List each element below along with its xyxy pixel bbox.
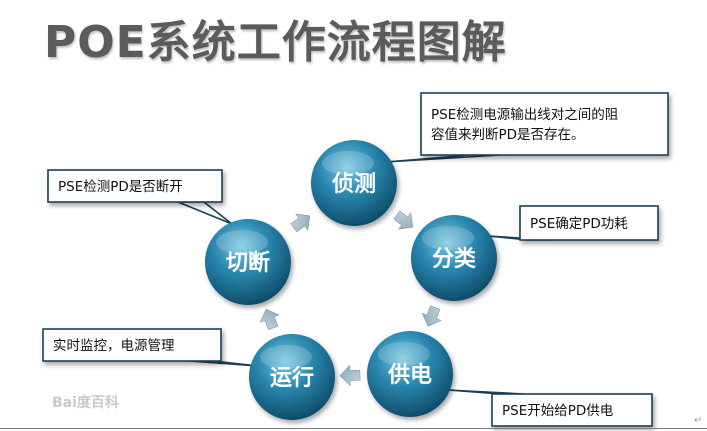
flow-arrow-classify — [421, 305, 442, 327]
node-detect: 侦测 — [311, 140, 397, 226]
callout-text-detect: 容值来判断PD是否存在。 — [431, 126, 585, 143]
node-label-detect: 侦测 — [332, 171, 376, 197]
callout-text-run: 实时监控，电源管理 — [53, 338, 175, 354]
node-circle-detect — [311, 140, 397, 226]
callout-box-classify — [519, 205, 659, 241]
node-highlight — [378, 342, 430, 366]
node-cut: 切断 — [205, 219, 291, 305]
node-label-classify: 分类 — [432, 247, 477, 272]
flow-arrow-run — [259, 308, 280, 331]
callout-pointer-detect — [385, 154, 501, 163]
node-circle-classify — [411, 215, 497, 301]
callout-text-power: PSE开始给PD供电 — [502, 403, 613, 419]
callout-text-detect: PSE检测电源输出线对之间的阻 — [431, 107, 618, 123]
return-mark: ↵ — [694, 415, 703, 426]
node-label-power: 供电 — [387, 362, 432, 388]
node-power: 供电 — [367, 331, 453, 417]
callout-box-detect — [420, 92, 669, 156]
node-highlight — [322, 151, 374, 175]
page-title: POE系统工作流程图解 — [44, 17, 507, 68]
callout-run: 实时监控，电源管理 — [42, 328, 222, 362]
watermark: Bai度百科 — [52, 395, 119, 411]
bottom-divider — [0, 428, 707, 429]
node-highlight — [422, 226, 474, 250]
node-label-run: 运行 — [270, 365, 314, 391]
node-run: 运行 — [249, 334, 335, 420]
callout-text-cut: PSE检测PD是否断开 — [58, 179, 183, 195]
callout-power: PSE开始给PD供电 — [491, 393, 653, 427]
flow-arrow-detect — [393, 210, 414, 230]
callout-pointer-cut — [177, 201, 233, 225]
flow-arrow-power — [339, 364, 361, 387]
callout-cut: PSE检测PD是否断开 — [47, 169, 223, 203]
node-classify: 分类 — [411, 215, 497, 301]
node-circle-run — [249, 334, 335, 420]
callout-box-power — [491, 393, 653, 427]
callout-classify: PSE确定PD功耗 — [519, 205, 659, 241]
node-highlight — [216, 230, 268, 254]
node-circle-cut — [205, 219, 291, 305]
callout-box-run — [42, 328, 222, 362]
callout-box-cut — [47, 169, 223, 203]
flow-arrow-cut — [290, 213, 311, 233]
node-highlight — [260, 345, 312, 369]
callout-text-classify: PSE确定PD功耗 — [530, 216, 628, 232]
node-circle-power — [367, 331, 453, 417]
node-label-cut: 切断 — [226, 250, 270, 276]
